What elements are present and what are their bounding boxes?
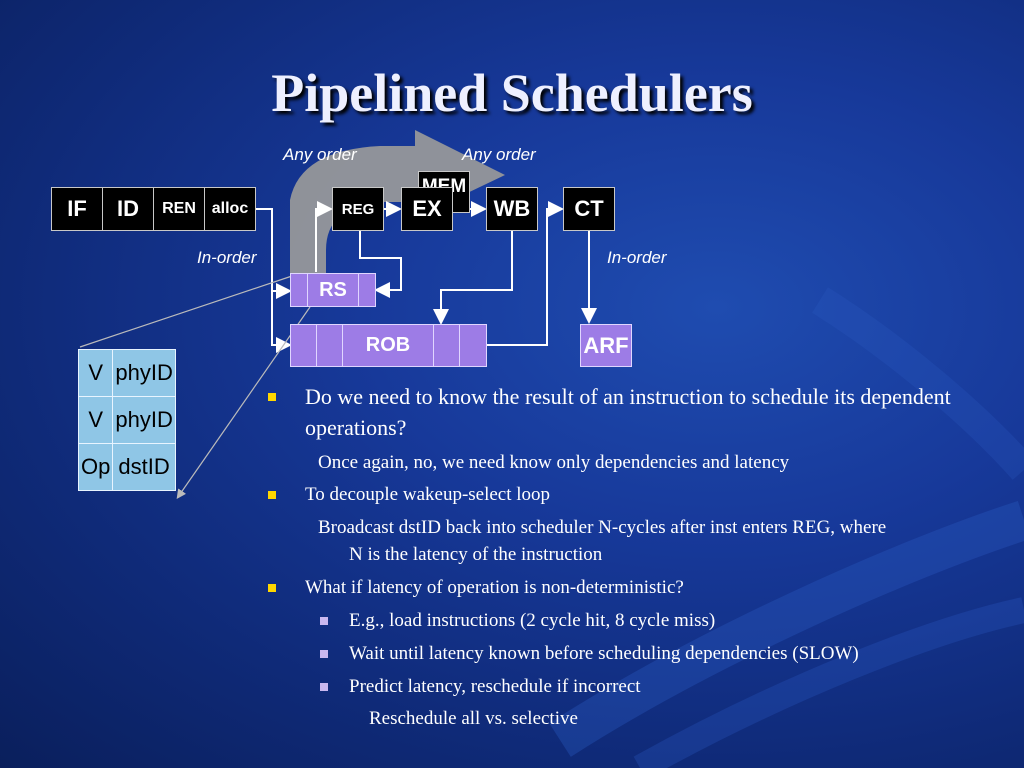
any-order-curved-arrow [290, 130, 505, 275]
rob-entry [433, 324, 460, 367]
bullet-icon [268, 491, 276, 499]
sub-bullet-icon [320, 683, 328, 691]
bullet-q3-sub3: Predict latency, reschedule if incorrect [349, 676, 641, 697]
opcode-cell: Op [77, 443, 114, 491]
bullet-icon [268, 393, 276, 401]
sub-bullet-icon [320, 617, 328, 625]
valid-bit-cell: V [77, 396, 114, 444]
stage-ren: REN [153, 187, 205, 231]
stage-reg: REG [332, 187, 384, 231]
bullet-q1-note: Once again, no, we need know only depend… [318, 452, 790, 473]
reservation-station: RS [307, 273, 359, 307]
rs-entry-table: V phyID V phyID Op dstID [77, 349, 176, 491]
bullet-q3-sub3-note: Reschedule all vs. selective [369, 708, 578, 729]
dstid-cell: dstID [112, 443, 176, 491]
table-row: Op dstID [77, 443, 176, 491]
table-row: V phyID [77, 349, 176, 397]
slide-title: Pipelined Schedulers [271, 63, 753, 123]
bullet-icon [268, 584, 276, 592]
valid-bit-cell: V [77, 349, 114, 397]
stage-if: IF [51, 187, 103, 231]
bullet-q2-note-cont: N is the latency of the instruction [349, 544, 603, 565]
bullet-q3: What if latency of operation is non-dete… [305, 577, 684, 598]
architectural-register-file: ARF [580, 324, 632, 367]
table-row: V phyID [77, 396, 176, 444]
phyid-cell: phyID [112, 349, 176, 397]
in-order-label: In-order [197, 248, 257, 267]
bullet-q1: Do we need to know the result of an inst… [305, 384, 951, 440]
bullet-q2-note: Broadcast dstID back into scheduler N-cy… [318, 517, 887, 538]
bullet-q2: To decouple wakeup-select loop [305, 484, 551, 505]
any-order-label: Any order [283, 145, 357, 164]
bullet-q3-sub2: Wait until latency known before scheduli… [349, 643, 859, 664]
stage-ex: EX [401, 187, 453, 231]
stage-ct: CT [563, 187, 615, 231]
rob-entry [290, 324, 317, 367]
stage-wb: WB [486, 187, 538, 231]
reorder-buffer: ROB [342, 324, 434, 367]
stage-id: ID [102, 187, 154, 231]
phyid-cell: phyID [112, 396, 176, 444]
in-order-label-2: In-order [607, 248, 667, 267]
any-order-label-2: Any order [462, 145, 536, 164]
stage-alloc: alloc [204, 187, 256, 231]
rs-entry [290, 273, 308, 307]
rob-entry [316, 324, 343, 367]
rob-entry [459, 324, 487, 367]
bullet-q3-sub1: E.g., load instructions (2 cycle hit, 8 … [349, 610, 716, 631]
rs-entry [358, 273, 376, 307]
sub-bullet-icon [320, 650, 328, 658]
